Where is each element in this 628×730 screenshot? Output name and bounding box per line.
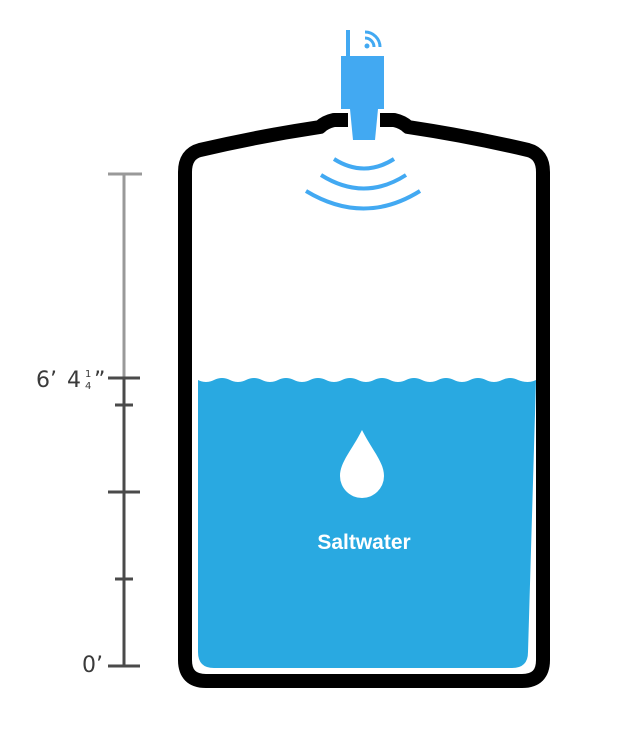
level-sensor [341,30,384,140]
zero-label: 0’ [82,653,103,678]
level-fraction-numerator: 1 [85,369,91,380]
level-fraction-denominator: 4 [85,381,91,392]
level-feet: 6’ [36,368,57,393]
antenna [346,30,350,58]
liquid-label: Saltwater [317,531,410,554]
water-drop-icon [340,430,384,498]
height-ruler [108,172,142,668]
sensor-body [341,56,384,109]
sensor-nozzle [350,109,378,140]
level-inch-mark: ” [94,368,105,393]
wifi-icon [364,30,382,49]
level-label: 6’ 4 1 4 ” [36,368,105,393]
tank-outline [178,113,550,688]
water-fill [198,378,536,668]
level-inches: 4 [67,368,81,393]
signal-waves-icon [304,157,422,211]
